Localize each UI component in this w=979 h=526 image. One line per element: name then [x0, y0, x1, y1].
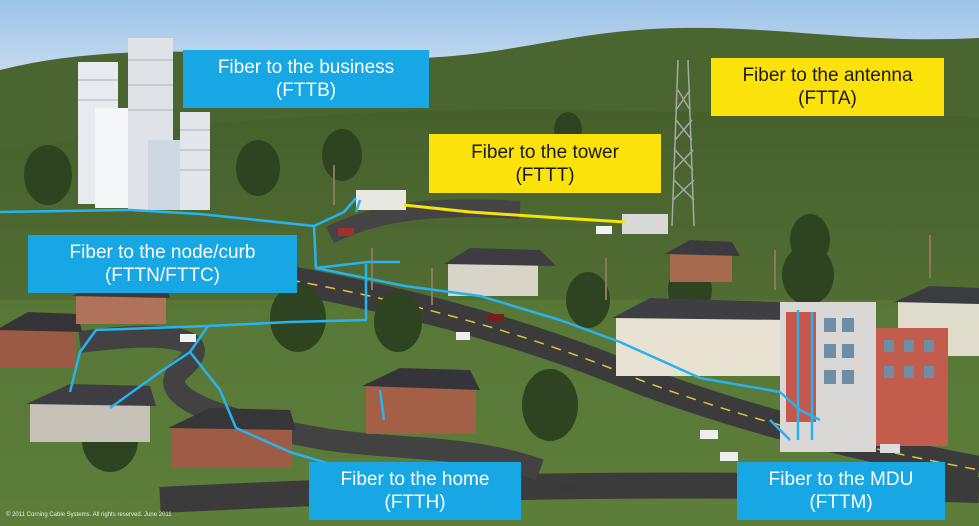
- utility-poles: [333, 165, 931, 305]
- business-towers: [78, 38, 210, 210]
- label-fttm-abbr: (FTTM): [809, 492, 873, 513]
- label-ftth-abbr: (FTTH): [384, 492, 446, 513]
- cell-tower: [671, 59, 695, 227]
- label-ftta: Fiber to the antenna (FTTA): [711, 58, 944, 116]
- houses: [0, 240, 979, 468]
- label-ftth-title: Fiber to the home: [340, 469, 490, 490]
- label-ftth: Fiber to the home (FTTH): [309, 462, 521, 520]
- label-fttb: Fiber to the business (FTTB): [183, 50, 429, 108]
- hut-building: [356, 190, 406, 210]
- label-ftta-abbr: (FTTA): [798, 88, 857, 109]
- label-ftta-title: Fiber to the antenna: [742, 65, 913, 86]
- label-fttt: Fiber to the tower (FTTT): [429, 134, 661, 193]
- label-fttb-abbr: (FTTB): [275, 80, 337, 101]
- label-fttb-title: Fiber to the business: [217, 57, 395, 78]
- label-fttn-abbr: (FTTN/FTTC): [104, 265, 220, 286]
- label-fttt-abbr: (FTTT): [515, 164, 575, 186]
- road-upper: [325, 199, 521, 244]
- cars: [180, 226, 900, 493]
- copyright-notice: © 2011 Corning Cable Systems. All rights…: [6, 512, 172, 518]
- label-fttt-title: Fiber to the tower: [471, 141, 619, 163]
- label-fttm-title: Fiber to the MDU: [768, 469, 914, 490]
- fiber-lines: [0, 197, 821, 466]
- fiber-line-tower: [403, 203, 626, 224]
- label-fttn: Fiber to the node/curb (FTTN/FTTC): [28, 235, 297, 293]
- label-fttn-title: Fiber to the node/curb: [69, 242, 256, 263]
- tower-shelter: [622, 214, 668, 234]
- road-main-line: [289, 279, 979, 471]
- label-fttm: Fiber to the MDU (FTTM): [737, 462, 945, 520]
